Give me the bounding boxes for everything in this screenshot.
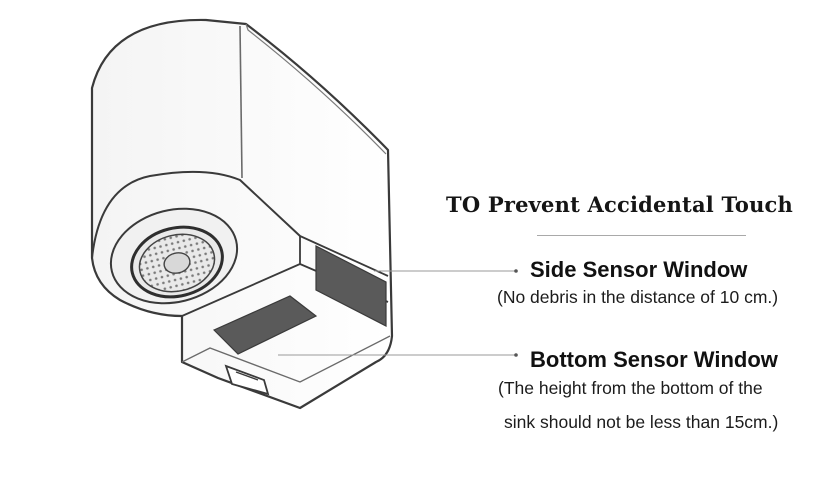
device-body-outline [90, 18, 394, 410]
bottom-sensor-leader-dot [514, 353, 518, 357]
title-underline-divider [537, 235, 746, 236]
aerator-hub [163, 252, 191, 274]
side-sensor-window [315, 245, 387, 327]
front-face-edge [91, 170, 301, 259]
housing-seam-line [239, 25, 243, 179]
bottom-sensor-note-line-2: sink should not be less than 15cm.) [504, 412, 779, 432]
bottom-sensor-heading: Bottom Sensor Window [530, 347, 778, 372]
side-sensor-heading: Side Sensor Window [530, 257, 748, 282]
housing-top-edge [245, 23, 387, 155]
side-sensor-note: (No debris in the distance of 10 cm.) [497, 287, 779, 307]
side-sensor-leader-dot [514, 269, 518, 273]
bottom-sensor-window [212, 295, 318, 355]
bottom-sensor-note-line-1: (The height from the bottom of the [498, 378, 763, 398]
diagram-title: TO Prevent Accidental Touch [446, 192, 793, 217]
mounting-tab [224, 364, 270, 396]
bottom-face-edges [181, 335, 391, 383]
mounting-tab-slot [235, 371, 259, 381]
